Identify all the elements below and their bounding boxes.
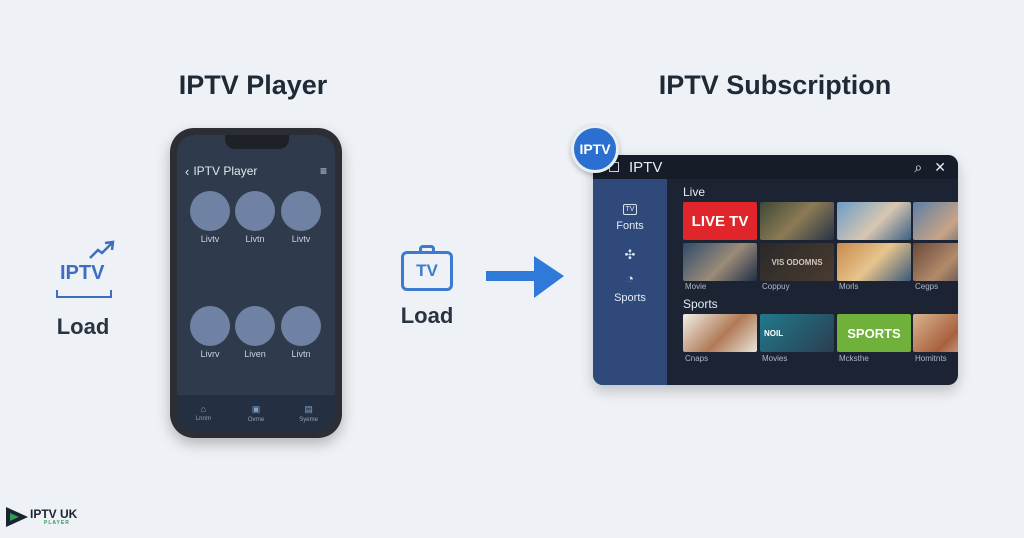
app-top-bar: IPTV ⌕ ✕: [593, 155, 958, 179]
tile-label: Coppuy: [762, 282, 790, 291]
tile-label: Homitnts: [915, 354, 947, 363]
trend-arrow-icon: [89, 240, 115, 259]
menu-icon[interactable]: ≡: [319, 164, 327, 178]
nav-label: Ovrne: [247, 416, 265, 423]
phone-app-title: IPTV Player: [193, 164, 258, 178]
tile-text: SPORTS: [847, 325, 901, 341]
nav-item-home[interactable]: ⌂ Lnnm: [183, 404, 223, 422]
iptv-logo-text: IPTV: [60, 262, 105, 284]
tile-text: VIS ODOMNS: [771, 257, 823, 267]
tv-icon-label: TV: [401, 251, 453, 291]
sports-tile[interactable]: SPORTS: [837, 314, 911, 352]
thumbnail-tile[interactable]: [837, 202, 911, 240]
phone-header: ‹ IPTV Player ≡: [185, 161, 327, 181]
thumbnail-tile[interactable]: [760, 202, 834, 240]
iptv-load-step: IPTV Load: [48, 240, 118, 340]
channel-label: Livtv: [291, 234, 311, 244]
phone-mockup: ‹ IPTV Player ≡ Livtv Livtn Livtv Livrv …: [170, 128, 342, 438]
sidebar-label: Fonts: [616, 220, 644, 232]
app-title: IPTV: [629, 158, 663, 176]
tv-icon: TV: [593, 199, 667, 215]
brand-subtitle: PLAYER: [44, 520, 70, 526]
phone-bottom-nav: ⌂ Lnnm ▣ Ovrne ▤ Syeme: [177, 395, 335, 431]
nav-item-tv[interactable]: ▣ Ovrne: [236, 404, 276, 423]
section-title-sports: Sports: [683, 297, 718, 311]
channel-label: Livrv: [200, 349, 220, 359]
tile-text: LIVE TV: [691, 212, 749, 230]
play-logo-icon: [6, 507, 28, 527]
channel-thumbnail: [190, 191, 230, 231]
phone-screen: ‹ IPTV Player ≡ Livtv Livtn Livtv Livrv …: [177, 135, 335, 431]
tile-label: Movies: [762, 354, 788, 363]
brand-name: IPTV UK: [30, 507, 78, 521]
thumbnail-tile[interactable]: [913, 314, 958, 352]
arrow-right-icon: [486, 256, 564, 298]
iptv-subscription-heading: IPTV Subscription: [658, 70, 892, 100]
channel-thumbnail: [281, 191, 321, 231]
thumbnail-tile[interactable]: [683, 243, 757, 281]
channel-tile[interactable]: Liven: [235, 306, 275, 359]
tile-label: Movie: [685, 282, 707, 291]
tv-icon-text: TV: [622, 204, 638, 215]
channel-tile[interactable]: Livtv: [190, 191, 230, 244]
sidebar-item-tv[interactable]: TV Fonts: [593, 199, 667, 232]
channel-tile[interactable]: Livrv: [190, 306, 230, 359]
channel-label: Liven: [244, 349, 266, 359]
home-icon: ⌂: [200, 404, 207, 414]
tile-label: Mcksthe: [839, 354, 869, 363]
nav-label: Syeme: [299, 416, 318, 423]
tile-label: Morls: [839, 282, 859, 291]
nav-label: Lnnm: [195, 416, 211, 422]
iptv-upload-icon: IPTV: [48, 240, 118, 300]
thumbnail-tile[interactable]: [683, 314, 757, 352]
thumbnail-tile[interactable]: VIS ODOMNS: [760, 243, 834, 281]
channel-label: Livtn: [245, 234, 265, 244]
nav-item-library[interactable]: ▤ Syeme: [289, 404, 329, 423]
tv-handle: [419, 245, 435, 254]
subscription-app-window: IPTV ⌕ ✕ TV Fonts ✣ ◔ Sports Live LIVE T…: [593, 155, 958, 385]
app-sidebar: TV Fonts ✣ ◔ Sports: [593, 179, 667, 385]
sidebar-label: Sports: [614, 292, 646, 304]
channel-tile[interactable]: Livtv: [281, 191, 321, 244]
tile-text: NOIL: [764, 328, 784, 338]
close-icon[interactable]: ✕: [934, 158, 946, 175]
tv-load-step: TV Load: [392, 245, 462, 329]
tv-icon: TV: [401, 245, 453, 291]
sidebar-item-puzzle[interactable]: ✣: [593, 247, 667, 269]
channel-tile[interactable]: Livtn: [281, 306, 321, 359]
channel-thumbnail: [235, 306, 275, 346]
thumbnail-tile[interactable]: [913, 243, 958, 281]
iptv-player-heading: IPTV Player: [178, 70, 328, 100]
iptv-badge: IPTV: [571, 125, 619, 173]
search-icon[interactable]: ⌕: [914, 158, 923, 175]
channel-thumbnail: [235, 191, 275, 231]
live-tv-tile[interactable]: LIVE TV: [683, 202, 757, 240]
channel-thumbnail: [281, 306, 321, 346]
channel-thumbnail: [190, 306, 230, 346]
thumbnail-tile[interactable]: [837, 243, 911, 281]
tile-label: Cnaps: [685, 354, 709, 363]
phone-notch: [225, 135, 289, 149]
channel-label: Livtv: [200, 234, 220, 244]
ball-icon: ◔: [626, 271, 634, 286]
book-icon: ▤: [304, 403, 313, 414]
section-title-live: Live: [683, 185, 706, 199]
tv-icon: ▣: [251, 403, 261, 414]
channel-label: Livtn: [291, 349, 311, 359]
puzzle-icon: ✣: [624, 247, 636, 262]
load-label-middle: Load: [400, 303, 454, 328]
channel-tile[interactable]: Livtn: [235, 191, 275, 244]
sidebar-item-sports[interactable]: ◔ Sports: [593, 271, 667, 304]
back-icon[interactable]: ‹: [185, 163, 190, 179]
load-label-left: Load: [56, 314, 110, 339]
brand-logo: IPTV UK PLAYER: [4, 505, 77, 529]
tile-label: Cegps: [915, 282, 939, 291]
thumbnail-tile[interactable]: [913, 202, 958, 240]
iptv-logo-base: [56, 290, 112, 298]
thumbnail-tile[interactable]: NOIL: [760, 314, 834, 352]
